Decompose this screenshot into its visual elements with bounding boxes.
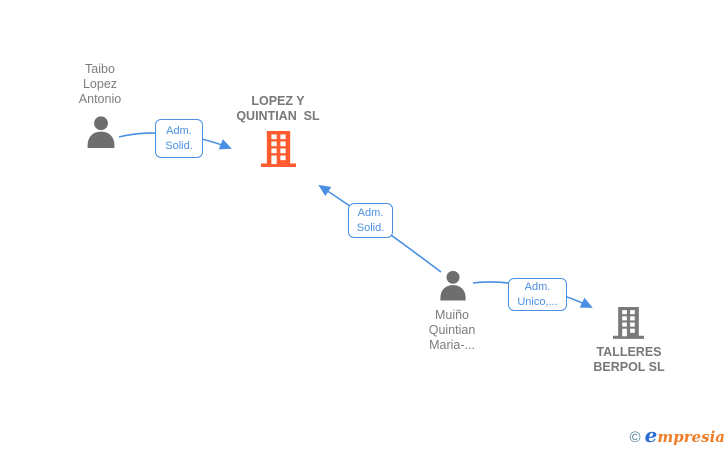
node-label-company-lopez-y-quintian-sl[interactable]: LOPEZ Y QUINTIAN SL [236, 94, 320, 123]
edge-label-adm-solid-1: Adm. Solid. [155, 119, 203, 158]
building-icon[interactable] [613, 306, 644, 339]
building-icon[interactable] [261, 130, 296, 167]
empresia-watermark: © e mpresia [630, 423, 725, 447]
person-icon[interactable] [84, 116, 118, 148]
node-label-company-talleres-berpol-sl[interactable]: TALLERES BERPOL SL [593, 345, 665, 374]
edge-label-adm-unico: Adm. Unico,... [508, 278, 567, 311]
edge-label-adm-solid-2: Adm. Solid. [348, 203, 393, 238]
brand-name: mpresia [657, 428, 725, 446]
brand-initial: e [644, 423, 658, 447]
node-label-person-taibo-lopez-antonio[interactable]: Taibo Lopez Antonio [78, 62, 122, 106]
person-icon[interactable] [437, 270, 469, 301]
node-label-person-muino-quintian-maria[interactable]: Muiño Quintian Maria-... [428, 308, 476, 352]
copyright-icon: © [629, 429, 641, 446]
